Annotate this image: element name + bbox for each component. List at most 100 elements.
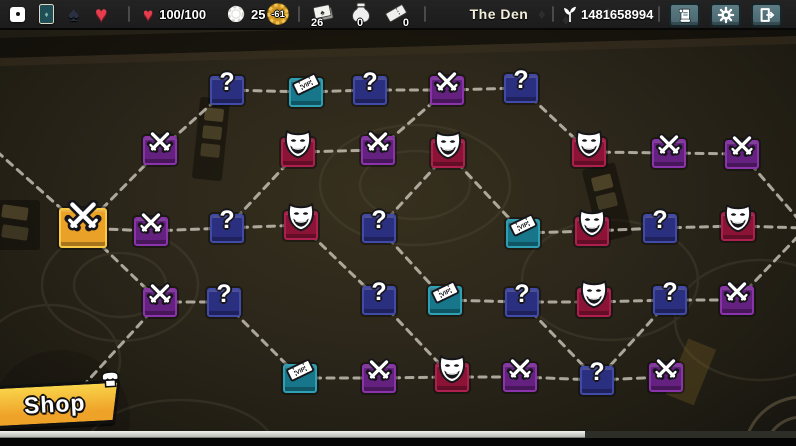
svg-text:♠: ♠ xyxy=(319,8,326,18)
mask-icon xyxy=(284,129,312,158)
ticket-count-indicator: 0 xyxy=(384,0,409,29)
map-node-vip[interactable]: VIP xyxy=(428,280,462,315)
question-icon: ? xyxy=(362,67,378,96)
map-node-unknown[interactable]: ? xyxy=(207,280,241,317)
map-node-elite[interactable] xyxy=(577,279,611,317)
run-history-button[interactable] xyxy=(669,3,700,27)
question-icon: ? xyxy=(371,205,387,234)
swords-icon xyxy=(146,281,174,305)
divider xyxy=(552,6,554,22)
map-node-fight-current[interactable] xyxy=(59,199,107,248)
map-node-elite[interactable] xyxy=(281,129,315,167)
question-icon: ? xyxy=(514,279,530,308)
map-node-vip[interactable]: VIP xyxy=(283,358,317,393)
diamond-watermark-icon: ♦ xyxy=(538,6,546,23)
question-icon: ? xyxy=(513,65,529,94)
map-node-vip[interactable]: VIP xyxy=(506,213,540,248)
location-title: The Den xyxy=(469,6,529,22)
map-node-unknown[interactable]: ? xyxy=(653,278,687,315)
swords-icon xyxy=(506,356,534,380)
seed-value: 1481658994 xyxy=(581,6,654,22)
swords-icon xyxy=(652,356,680,380)
map-node-unknown[interactable]: ? xyxy=(643,206,677,243)
shop-button[interactable]: Shop xyxy=(0,371,121,430)
divider xyxy=(658,6,660,22)
map-node-fight[interactable] xyxy=(361,129,395,165)
swords-icon xyxy=(364,129,392,153)
map-node-unknown[interactable]: ? xyxy=(210,206,244,243)
sprout-icon xyxy=(564,6,576,22)
map-node-unknown[interactable]: ? xyxy=(210,68,244,105)
spade-watermark-icon: ♠ xyxy=(604,3,612,20)
gold-chips-value: -61 xyxy=(271,8,285,20)
map-node-fight[interactable] xyxy=(143,281,177,317)
gold-chip-icon xyxy=(267,3,289,25)
mask-icon xyxy=(575,129,603,158)
swords-icon xyxy=(64,199,102,232)
map-node-fight[interactable] xyxy=(430,69,464,105)
vip-ticket-icon: VIP xyxy=(292,72,321,95)
die-button[interactable] xyxy=(10,0,25,28)
deck-viewer-button[interactable]: ♦ xyxy=(39,0,54,28)
chips-value: 25 xyxy=(251,6,266,22)
map-node-fight[interactable] xyxy=(362,357,396,393)
deck-count-indicator: ♠ 26 xyxy=(310,0,337,29)
shop-button-label: Shop xyxy=(23,389,87,419)
map-node-unknown[interactable]: ? xyxy=(505,280,539,317)
deck-count-value: 26 xyxy=(311,17,324,29)
map-node-unknown[interactable]: ? xyxy=(362,278,396,315)
question-icon: ? xyxy=(589,357,605,386)
map-node-elite[interactable] xyxy=(435,354,469,392)
map-node-elite[interactable] xyxy=(284,202,318,240)
map-node-unknown[interactable]: ? xyxy=(504,66,538,103)
divider xyxy=(424,6,426,22)
swords-icon xyxy=(655,132,683,156)
overworld-map: ??? VIP VIP ? xyxy=(0,30,796,446)
question-icon: ? xyxy=(219,67,235,96)
vip-ticket-icon: VIP xyxy=(509,213,538,236)
gear-icon xyxy=(717,6,734,24)
location-header: The Den xyxy=(440,0,558,28)
mask-icon xyxy=(578,208,606,237)
map-node-fight[interactable] xyxy=(503,356,537,392)
question-icon: ? xyxy=(662,277,678,306)
map-node-fight[interactable] xyxy=(143,129,177,165)
svg-text:VIP: VIP xyxy=(440,288,451,298)
heart-icon: ♥ xyxy=(95,2,108,26)
map-node-fight[interactable] xyxy=(652,132,686,168)
map-node-unknown[interactable]: ? xyxy=(362,206,396,243)
map-node-elite[interactable] xyxy=(721,203,755,241)
map-node-elite[interactable] xyxy=(572,129,606,167)
question-icon: ? xyxy=(216,279,232,308)
map-node-unknown[interactable]: ? xyxy=(580,358,614,395)
map-node-unknown[interactable]: ? xyxy=(353,68,387,105)
map-node-elite[interactable] xyxy=(575,208,609,246)
mask-icon xyxy=(438,354,466,383)
horizontal-scrollbar-thumb[interactable] xyxy=(0,431,585,438)
seed-indicator: 1481658994 xyxy=(563,0,653,28)
die-icon xyxy=(10,6,25,22)
map-node-fight[interactable] xyxy=(649,356,683,392)
diamond-watermark-icon: ♦ xyxy=(562,12,570,29)
exit-button[interactable] xyxy=(751,3,782,27)
map-node-fight[interactable] xyxy=(720,279,754,315)
mask-icon xyxy=(724,203,752,232)
divider xyxy=(298,6,300,22)
map-node-elite[interactable] xyxy=(431,130,465,168)
settings-button[interactable] xyxy=(710,3,741,27)
money-pouch-icon xyxy=(352,2,370,23)
map-node-vip[interactable]: VIP xyxy=(289,72,323,107)
heart-deck-button[interactable]: ♥ xyxy=(95,0,107,28)
map-node-fight[interactable] xyxy=(725,133,759,169)
map-node-fight[interactable] xyxy=(134,210,168,246)
vip-ticket-icon: VIP xyxy=(431,280,460,303)
ticket-count-value: 0 xyxy=(402,17,409,29)
top-bar: ♦ ♦ ♠ ♦ ♠ ♥ ♥ 100/100 25 xyxy=(0,0,796,30)
white-chip-icon xyxy=(227,5,245,23)
card-stack-icon: ♠ xyxy=(313,4,334,22)
spade-deck-button[interactable]: ♠ xyxy=(68,0,79,28)
swords-icon xyxy=(137,210,165,234)
health-indicator: ♥ 100/100 xyxy=(143,0,206,28)
swords-icon xyxy=(365,357,393,381)
